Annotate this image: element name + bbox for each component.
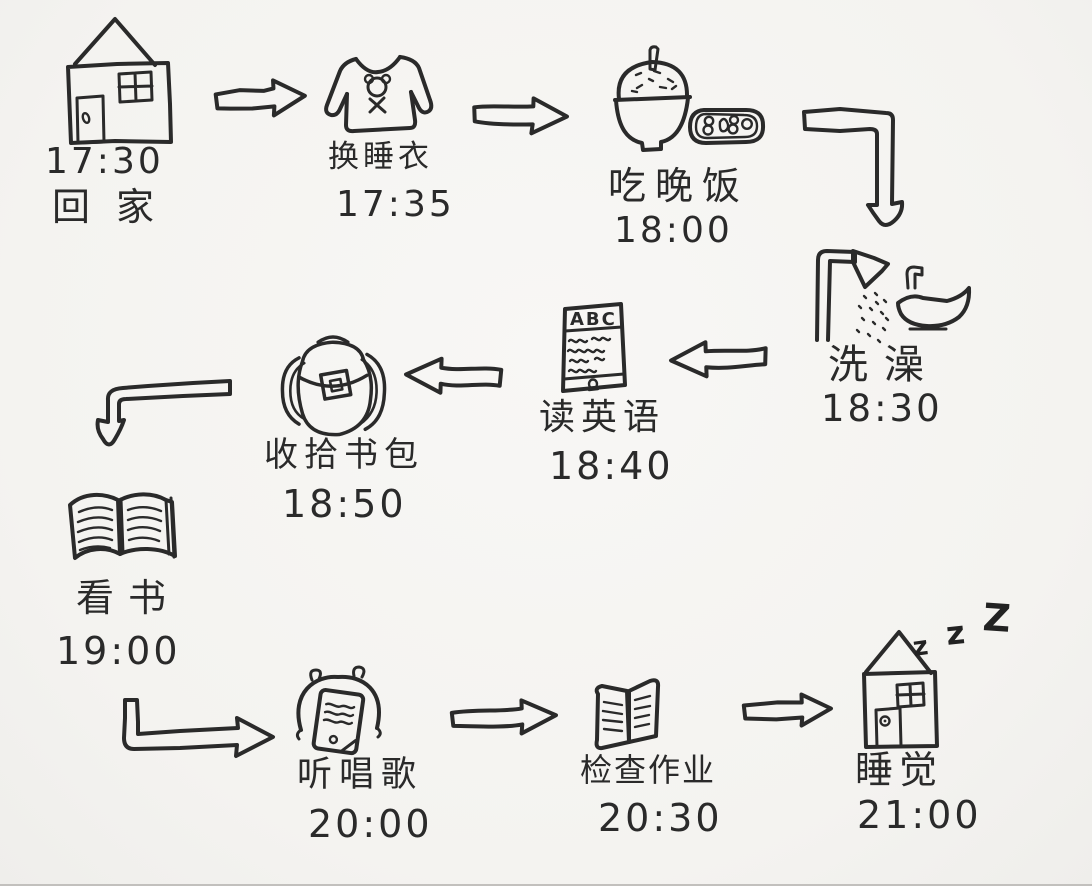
arrow-read-book-to-listen-to-songs [120,698,280,760]
arrow-pack-schoolbag-to-read-book [93,376,233,454]
english-book-icon: ABC [558,300,630,402]
open-book-icon [62,484,184,576]
rice-bowl-and-dish-icon [602,45,702,157]
read-book-label: 看书 [76,576,181,620]
arrow-change-pajamas-to-eat-dinner [469,90,576,140]
read-english-label: 读英语 [539,397,666,438]
listen-to-songs-label: 听唱歌 [297,755,424,795]
notebook-icon [586,678,674,758]
go-home-time: 17:30 [45,141,164,182]
zzz-letter-large: Z [981,595,1013,641]
eat-dinner-time: 18:00 [614,210,733,251]
check-homework-label: 检查作业 [580,751,717,789]
arrow-take-shower-to-read-english [657,336,770,382]
arrow-eat-dinner-to-take-shower [800,107,905,232]
take-shower-time: 18:30 [821,387,943,430]
zzz-letter-medium: z [944,613,967,653]
pack-schoolbag-label: 收拾书包 [264,435,424,475]
arrow-check-homework-to-sleep [739,688,836,731]
take-shower-label: 洗澡 [828,342,940,388]
change-pajamas-time: 17:35 [336,184,455,225]
arrow-read-english-to-pack-schoolbag [392,353,505,399]
pack-schoolbag-time: 18:50 [282,482,407,526]
arrow-go-home-to-change-pajamas [211,73,313,124]
sleeping-house-icon [850,628,948,750]
go-home-label: 回家 [52,185,181,229]
side-dish-plate-icon [686,103,768,151]
arrow-listen-to-songs-to-check-homework [447,694,563,740]
sleep-time: 21:00 [857,793,982,837]
backpack-icon [258,330,408,445]
music-player-headphones-icon [286,665,391,762]
read-english-time: 18:40 [549,444,674,488]
read-book-time: 19:00 [56,629,181,673]
house-icon [55,14,180,146]
listen-to-songs-time: 20:00 [308,802,433,846]
check-homework-time: 20:30 [598,796,723,840]
change-pajamas-label: 换睡衣 [328,139,433,175]
english-book-title: ABC [570,309,617,330]
shower-and-bathtub-icon [812,246,972,346]
pajama-shirt-icon [320,47,438,143]
sleep-label: 睡觉 [855,748,944,792]
eat-dinner-label: 吃晚饭 [608,164,750,208]
